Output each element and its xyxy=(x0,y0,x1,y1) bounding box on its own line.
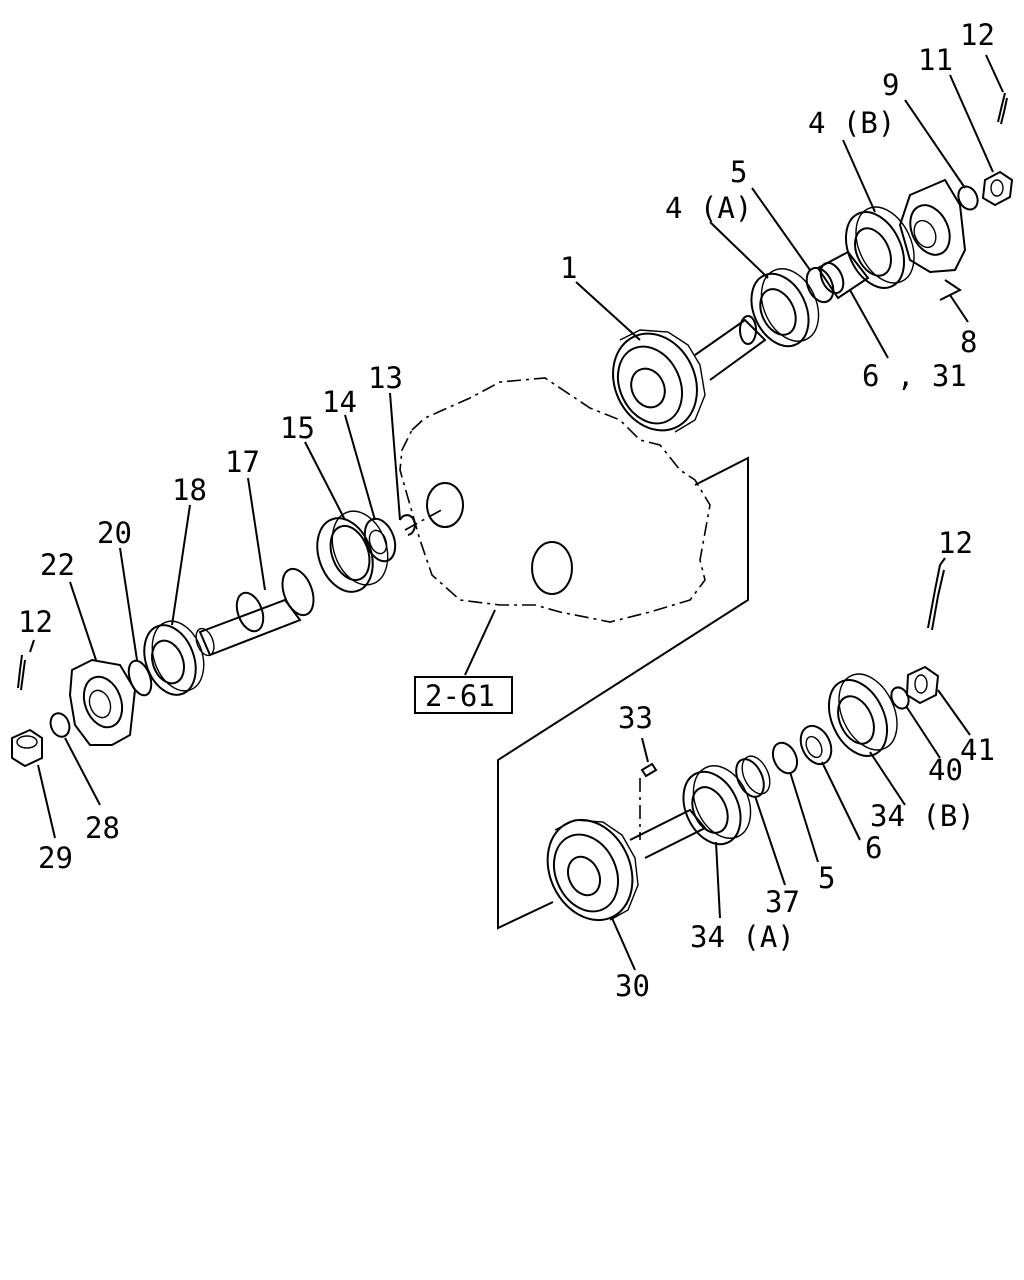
nut-41 xyxy=(905,665,940,705)
bearing-34a xyxy=(682,765,752,846)
leader-lines xyxy=(29,54,1004,971)
label-11: 11 xyxy=(918,43,953,77)
o-ring-28 xyxy=(49,712,71,738)
label-5-bottom: 5 xyxy=(818,861,835,895)
label-34a: 34 (A) xyxy=(690,920,795,954)
label-9: 9 xyxy=(882,68,899,102)
bearing-15 xyxy=(316,510,389,593)
label-20: 20 xyxy=(97,516,132,550)
label-34b: 34 (B) xyxy=(870,799,975,833)
label-30: 30 xyxy=(615,969,650,1003)
o-ring-9 xyxy=(957,185,979,211)
bearing-4a xyxy=(750,268,820,348)
bearing-4b xyxy=(844,206,915,289)
bearing-18 xyxy=(143,620,205,696)
collar-37 xyxy=(735,755,771,798)
spacer-6-31 xyxy=(816,250,870,300)
label-29: 29 xyxy=(38,841,73,875)
ring-5a xyxy=(805,266,835,304)
shaft-17 xyxy=(195,567,315,657)
label-37: 37 xyxy=(765,885,800,919)
ring-5b xyxy=(771,741,799,775)
nut-11 xyxy=(981,170,1014,207)
nut-29 xyxy=(11,728,43,768)
label-4a: 4 (A) xyxy=(665,191,752,225)
label-17: 17 xyxy=(225,445,260,479)
label-13: 13 xyxy=(368,361,403,395)
label-6-31: 6 , 31 xyxy=(862,359,967,393)
key-33 xyxy=(640,762,658,778)
label-1: 1 xyxy=(560,251,577,285)
label-12-left: 12 xyxy=(18,605,53,639)
label-12-top: 12 xyxy=(960,18,995,52)
label-18: 18 xyxy=(172,473,207,507)
label-14: 14 xyxy=(322,385,357,419)
label-2-61[interactable]: 2-61 xyxy=(425,679,495,713)
label-41: 41 xyxy=(960,733,995,767)
label-8: 8 xyxy=(960,325,977,359)
label-5-top: 5 xyxy=(730,155,747,189)
transmission-housing xyxy=(399,377,711,623)
flange-8 xyxy=(898,178,967,274)
label-40: 40 xyxy=(928,753,963,787)
cotter-pin-12b xyxy=(17,654,26,691)
spacer-6 xyxy=(799,724,833,766)
gear-1 xyxy=(612,315,767,433)
label-6: 6 xyxy=(865,831,882,865)
label-28: 28 xyxy=(85,811,120,845)
label-22: 22 xyxy=(40,548,75,582)
label-4b: 4 (B) xyxy=(808,106,895,140)
bearing-14 xyxy=(363,517,397,563)
gear-30 xyxy=(546,808,707,922)
label-15: 15 xyxy=(280,411,315,445)
cotter-pin-12a xyxy=(997,92,1008,125)
ring-20 xyxy=(127,659,153,697)
reference-box-2-61 xyxy=(414,676,513,714)
label-33: 33 xyxy=(618,701,653,735)
label-12-right: 12 xyxy=(938,526,973,560)
assembly-bracket-lines xyxy=(404,456,749,930)
cotter-pin-12c xyxy=(927,564,945,631)
snap-ring-13 xyxy=(399,514,416,536)
flange-22 xyxy=(68,658,137,746)
o-ring-40 xyxy=(890,686,910,710)
callout-labels: 12 11 9 4 (B) 5 4 (A) 1 8 6 , 31 13 14 1… xyxy=(18,18,995,1003)
